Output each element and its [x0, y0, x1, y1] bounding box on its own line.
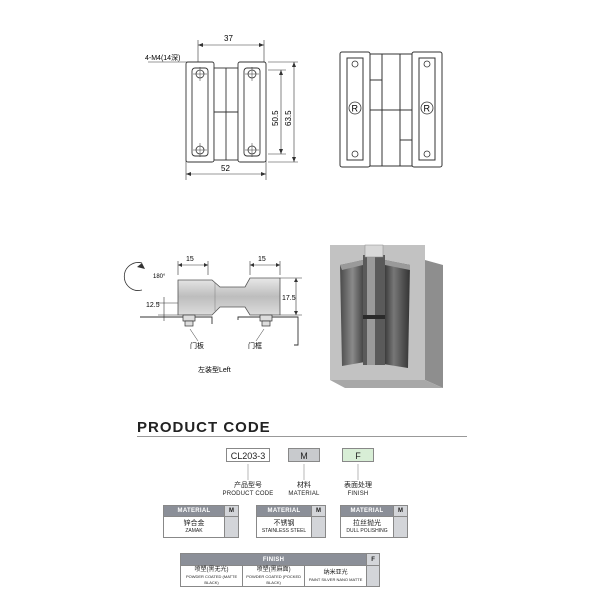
dim-12-5: 12.5 [146, 302, 160, 309]
material-en: ZAMAK [185, 528, 203, 534]
dim-15-left: 15 [186, 256, 194, 263]
finish-table: FINISH F 喷塑(黑无光) POWDER COATED (MATTE BL… [179, 553, 380, 587]
material-table-dull-polishing: MATERIAL M 拉丝抛光 DULL POLISHING [340, 505, 408, 538]
caption-material-en: MATERIAL [288, 491, 320, 497]
finish-en: PAINT SILVER NANO MATTE [308, 577, 363, 582]
rotation-label: 180° [153, 274, 166, 280]
code-box-finish: F [342, 448, 374, 462]
caption-material-cn: 材料 [297, 482, 311, 489]
caption-finish-cn: 表面处理 [344, 482, 372, 489]
hinge-3d-render [330, 244, 443, 388]
caption-product-code-cn: 产品型号 [234, 482, 262, 489]
material-header: MATERIAL [256, 505, 312, 517]
material-table-zamak: MATERIAL M 锌合金 ZAMAK [163, 505, 239, 538]
product-code-title: PRODUCT CODE [137, 419, 271, 436]
finish-cn: 喷塑(黑无光) [194, 567, 229, 573]
dim-50-5: 50.5 [271, 110, 280, 126]
finish-header: FINISH [179, 553, 368, 566]
material-cn: 拉丝抛光 [353, 520, 381, 527]
front-outline-drawing: R R [339, 51, 443, 168]
caption-product-code-en: PRODUCT CODE [222, 491, 274, 497]
material-letter: M [224, 505, 239, 517]
dim-63-5: 63.5 [284, 110, 293, 126]
label-frame: 门框 [248, 341, 262, 350]
material-table-stainless: MATERIAL M 不锈钢 STAINLESS STEEL [256, 505, 326, 538]
material-en: DULL POLISHING [346, 528, 388, 534]
material-header: MATERIAL [163, 505, 225, 517]
r-mark-right: R [424, 104, 431, 114]
dim-52: 52 [221, 164, 230, 173]
material-letter: M [311, 505, 326, 517]
product-code-divider [137, 436, 467, 437]
label-door: 门板 [190, 341, 204, 350]
finish-en: POWDER COATED (POCKED BLACK) [246, 574, 302, 585]
material-header: MATERIAL [340, 505, 394, 517]
finish-letter: F [366, 553, 380, 566]
label-left-install: 左装型Left [198, 365, 231, 374]
material-letter: M [393, 505, 408, 517]
caption-finish-en: FINISH [347, 491, 369, 497]
material-cn: 锌合金 [183, 520, 205, 527]
side-view-drawing: 180° 15 15 12.5 17.5 门板 门框 左装型 [123, 256, 302, 374]
finish-en: POWDER COATED (MATTE BLACK) [185, 574, 238, 585]
front-view-drawing: 4-M4(14深) 37 52 50.5 63.5 [145, 34, 298, 180]
dim-37: 37 [224, 34, 233, 43]
material-cn: 不锈钢 [273, 520, 295, 527]
code-box-material: M [288, 448, 320, 462]
material-en: STAINLESS STEEL [261, 528, 307, 534]
dim-17-5: 17.5 [282, 295, 296, 302]
code-connectors [247, 464, 359, 480]
hole-callout: 4-M4(14深) [145, 53, 180, 62]
finish-cn: 喷塑(黑麻面) [256, 567, 291, 573]
dim-15-right: 15 [258, 256, 266, 263]
r-mark-left: R [352, 104, 359, 114]
finish-cn: 纳米亚光 [323, 570, 348, 576]
code-box-product: CL203-3 [226, 448, 270, 462]
